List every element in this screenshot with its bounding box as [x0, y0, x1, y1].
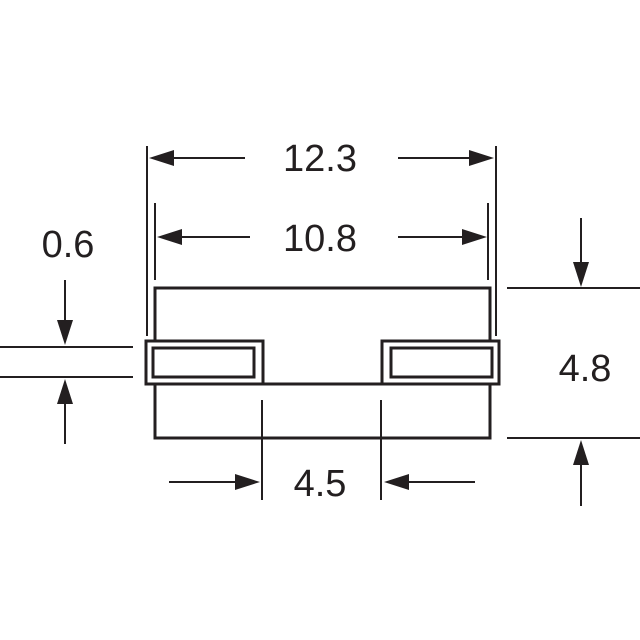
dimension-body-width: 10.8 — [157, 218, 487, 260]
left-terminal-inner — [151, 346, 256, 379]
arrow-overall-left-head — [149, 150, 174, 166]
arrow-body-left-head — [157, 229, 182, 245]
body-top-outline — [153, 286, 492, 341]
dimension-lead-thickness: 0.6 — [42, 224, 95, 444]
dimension-gap-width: 4.5 — [169, 463, 475, 505]
right-terminal-inner — [389, 346, 494, 379]
arrow-lead-bottom-head — [57, 379, 73, 404]
right-terminal-outer — [380, 339, 501, 386]
dimension-label-gap-width: 4.5 — [294, 463, 347, 505]
dimension-label-height: 4.8 — [559, 348, 612, 390]
dimension-height: 4.8 — [559, 218, 612, 506]
arrow-lead-top-head — [57, 320, 73, 345]
left-terminal-outer — [144, 339, 265, 386]
arrow-body-right-head — [462, 229, 487, 245]
dimension-label-lead-thickness: 0.6 — [42, 224, 95, 266]
arrow-height-bottom-head — [573, 440, 589, 465]
arrow-gap-left-head — [235, 474, 260, 490]
dimension-label-body-width: 10.8 — [283, 218, 357, 260]
component-body — [144, 286, 501, 440]
dimension-overall-width: 12.3 — [149, 138, 494, 180]
arrow-gap-right-head — [384, 474, 409, 490]
arrow-height-top-head — [573, 262, 589, 287]
body-bottom-outline — [153, 382, 492, 440]
arrow-overall-right-head — [469, 150, 494, 166]
extension-lines — [0, 146, 640, 500]
dimension-label-overall-width: 12.3 — [283, 138, 357, 180]
